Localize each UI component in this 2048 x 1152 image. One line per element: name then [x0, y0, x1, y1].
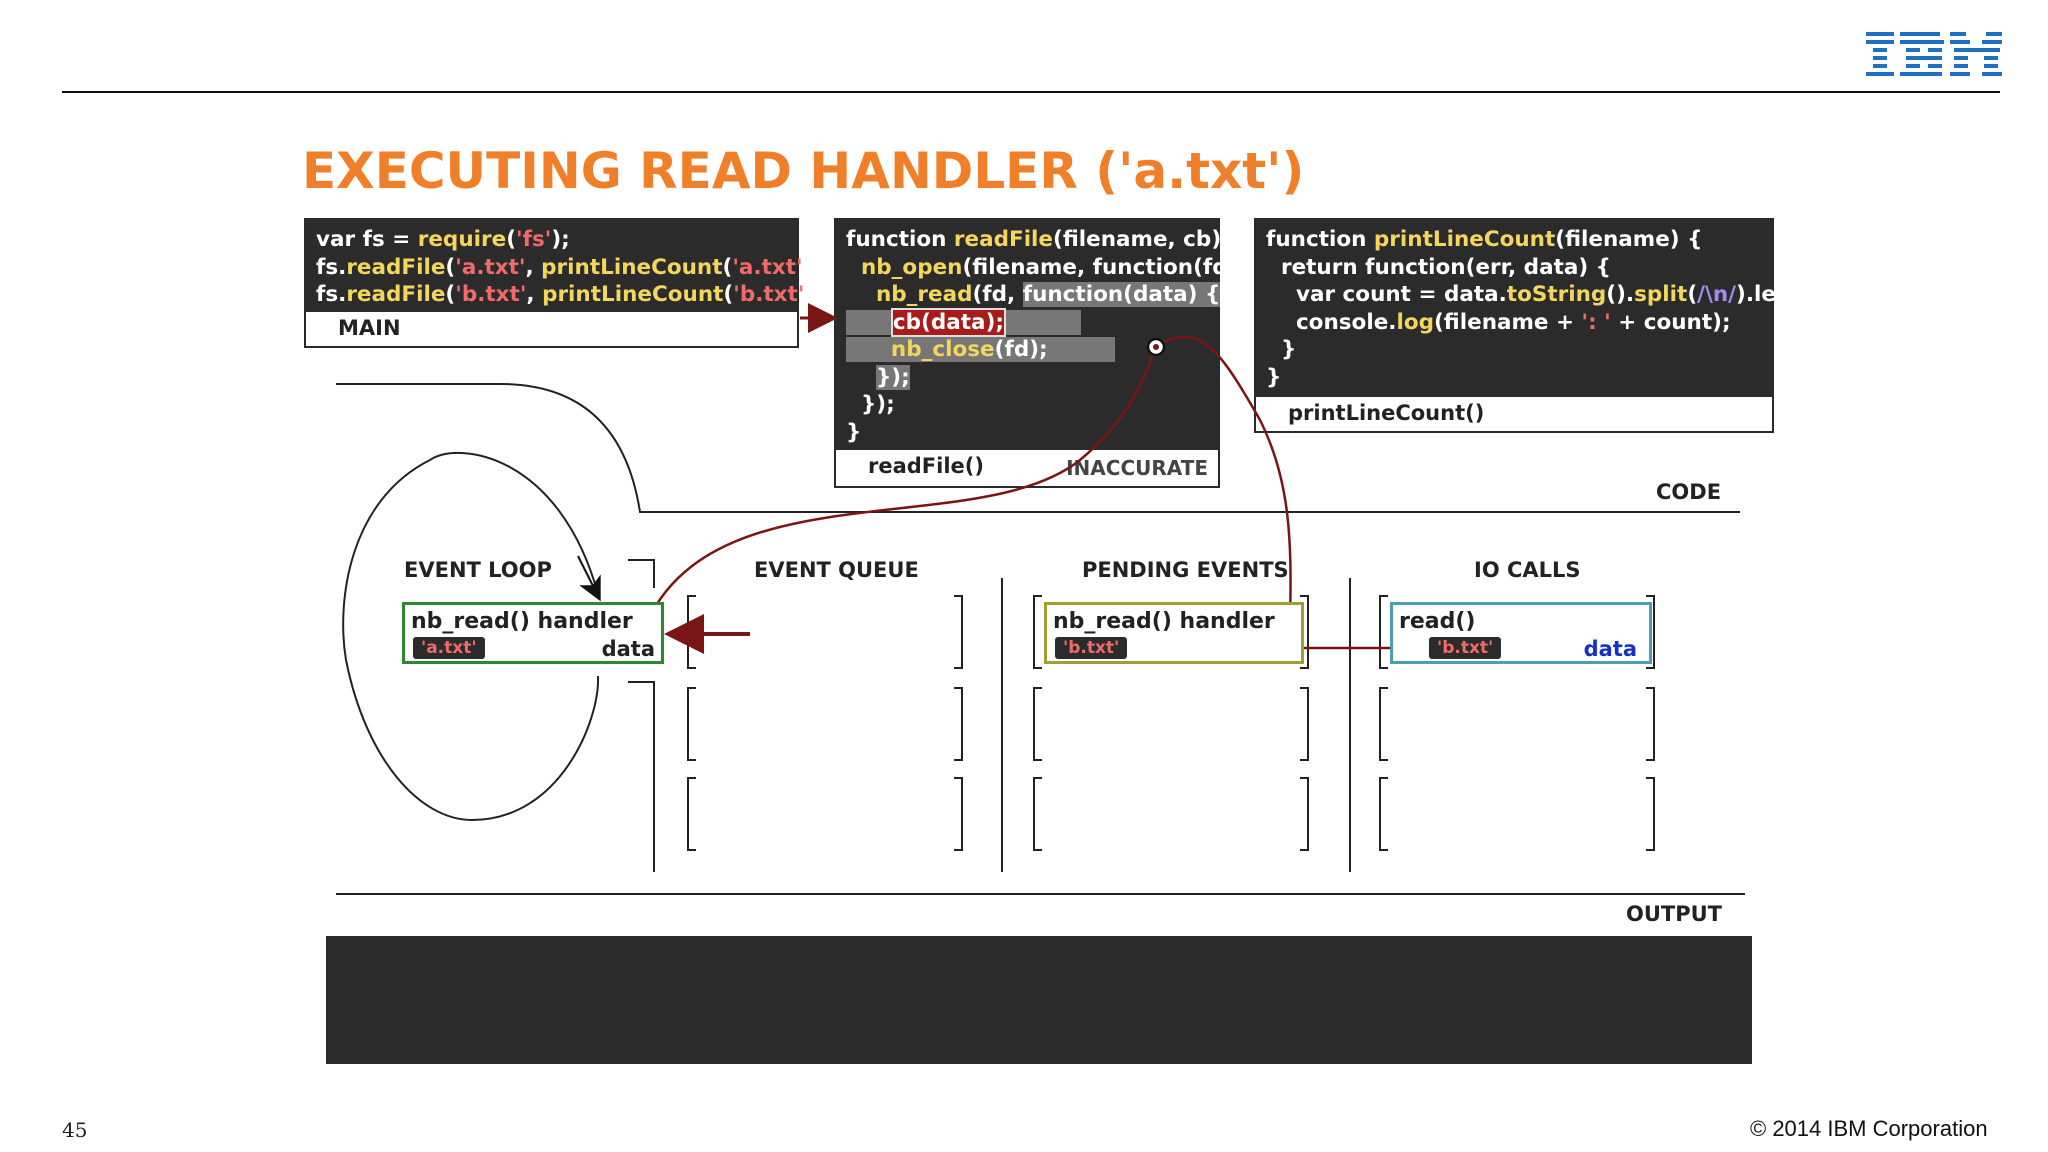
queue-slot-right [1646, 777, 1655, 851]
queue-slot-left [1379, 595, 1388, 669]
queue-slot-right [1646, 687, 1655, 761]
io-calls-label: IO CALLS [1474, 558, 1581, 582]
main-code-token: ( [445, 254, 456, 280]
pending-handler-tag: 'b.txt' [1055, 637, 1128, 659]
output-section-label: OUTPUT [1626, 902, 1722, 926]
queue-slot-left [687, 777, 696, 851]
pending-handler-title: nb_read() handler [1053, 609, 1275, 634]
main-code-token: 'a.txt' [732, 254, 803, 280]
printlinecount-code-box: function printLineCount(filename) { retu… [1254, 218, 1841, 433]
main-code-token: printLineCount [541, 254, 723, 280]
main-code-token: 'b.txt' [455, 282, 527, 307]
pending-handler: nb_read() handler 'b.txt' [1044, 602, 1304, 664]
main-code-token: fs. [316, 282, 347, 307]
event-loop-cycle [342, 451, 600, 822]
main-code-token: readFile [346, 282, 446, 307]
slide-title: EXECUTING READ HANDLER ('a.txt') [302, 142, 1305, 200]
event-loop-label: EVENT LOOP [404, 558, 552, 582]
main-code-token: , [525, 254, 542, 280]
queue-slot-left [1033, 777, 1042, 851]
queue-slot-left [687, 687, 696, 761]
io-call-read: read() 'b.txt' data [1390, 602, 1652, 664]
io-call-tag: 'b.txt' [1429, 637, 1502, 659]
main-code-token: 'fs' [516, 227, 552, 252]
queue-slot-left [1033, 595, 1042, 669]
queue-slot-left [1033, 687, 1042, 761]
main-code-token: readFile [346, 254, 446, 280]
output-panel [326, 936, 1752, 1064]
main-code-token: ( [506, 227, 517, 252]
readfile-code: function readFile(filename, cb) { nb_ope… [836, 220, 1260, 450]
main-code-token: fs. [316, 254, 347, 280]
queue-slot-right [1300, 595, 1309, 669]
pending-events-label: PENDING EVENTS [1082, 558, 1289, 582]
queue-slot-left [1379, 777, 1388, 851]
cb-data-highlight: cb(data); [890, 307, 1006, 337]
queue-slot-right [954, 595, 963, 669]
main-code-token: 'b.txt' [733, 282, 805, 307]
io-call-title: read() [1399, 609, 1476, 634]
event-loop-handler-tag: 'a.txt' [413, 637, 485, 659]
event-loop-handler-data: data [601, 637, 655, 661]
main-code-token: ); [551, 227, 570, 252]
main-code-token: printLineCount [542, 282, 724, 307]
queue-slot-right [1646, 595, 1655, 669]
page-number: 45 [62, 1118, 88, 1142]
code-divider-line [336, 383, 1740, 513]
main-code-box: var fs = require('fs'); fs.readFile('a.t… [304, 218, 833, 348]
queue-slot-right [954, 687, 963, 761]
io-call-data: data [1583, 637, 1637, 661]
main-label: MAIN [338, 316, 401, 340]
readfile-label: readFile() [868, 454, 984, 478]
main-code-token: ( [722, 254, 733, 280]
queue-slot-left [1379, 687, 1388, 761]
main-code-token: , [526, 282, 543, 307]
inaccurate-note: INACCURATE [1066, 456, 1208, 480]
event-loop-handler-title: nb_read() handler [411, 609, 633, 634]
printlinecount-code: function printLineCount(filename) { retu… [1256, 220, 1841, 397]
main-code-token: )); [804, 282, 833, 307]
main-code-token: ( [723, 282, 734, 307]
queue-slot-right [1300, 687, 1309, 761]
copyright: © 2014 IBM Corporation [1750, 1116, 1988, 1141]
event-queue-label: EVENT QUEUE [754, 558, 919, 582]
main-code-token: ( [445, 282, 456, 307]
queue-slot-right [954, 777, 963, 851]
printlinecount-label: printLineCount() [1288, 401, 1485, 425]
main-code-token: 'a.txt' [455, 254, 526, 280]
main-code-token: var fs = [316, 227, 418, 252]
main-code: var fs = require('fs'); fs.readFile('a.t… [306, 220, 833, 312]
main-code-token: )); [802, 254, 831, 280]
main-code-token: require [417, 227, 507, 252]
header-divider [62, 91, 2000, 93]
queue-slot-right [1300, 777, 1309, 851]
code-section-label: CODE [1656, 480, 1722, 504]
ibm-logo-icon [1866, 32, 2002, 76]
event-loop-handler: nb_read() handler 'a.txt' data [402, 602, 664, 664]
